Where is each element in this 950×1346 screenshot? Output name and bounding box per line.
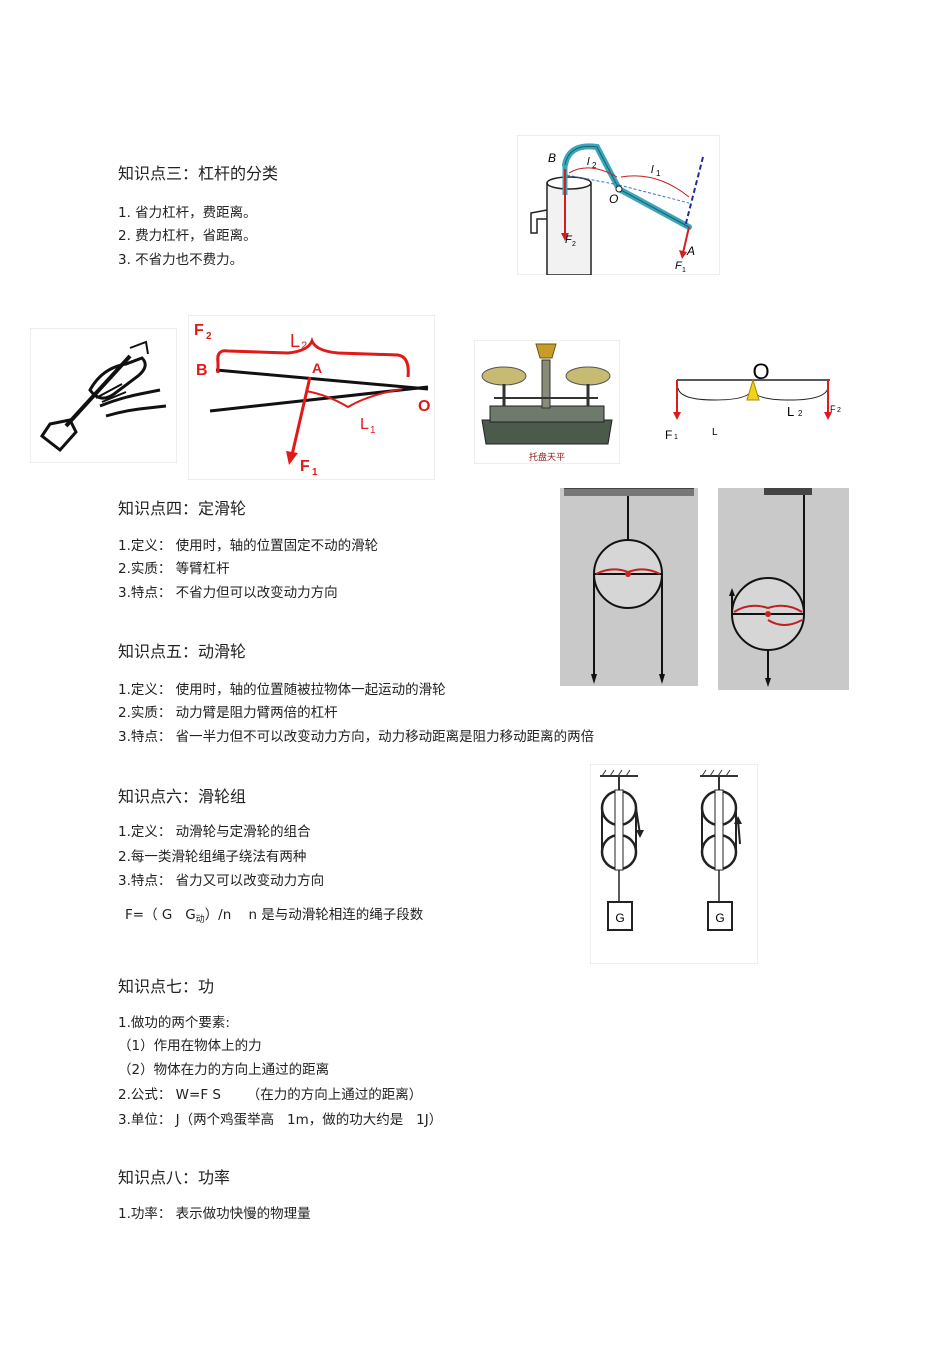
lever-label-F1-sub: 1	[674, 434, 678, 441]
section-4-item-3: 3.特点： 不省力但可以改变动力方向	[118, 585, 338, 601]
movable-pulley-figure	[718, 488, 849, 690]
pulley-block-figure: G G	[590, 764, 758, 964]
pump-label-l1: l	[651, 164, 654, 176]
section-6-item-3: 3.特点： 省力又可以改变动力方向	[118, 873, 325, 889]
section-7-item-5: 3.单位： J（两个鸡蛋举高 1m，做的功大约是 1J）	[118, 1112, 443, 1128]
section-3-item-1: 1. 省力杠杆，费距离。	[118, 205, 257, 221]
formula-part-2: ）/n n 是与动滑轮相连的绳子段数	[204, 907, 424, 923]
scissors-label-B: B	[196, 362, 208, 379]
scissors-label-L1-sub: 1	[370, 425, 376, 436]
pump-label-F2: F	[565, 234, 573, 246]
scissors-label-F1: F	[300, 458, 310, 475]
section-7-item-3: （2）物体在力的方向上通过的距离	[118, 1062, 330, 1078]
lever-label-F2: F	[830, 404, 836, 414]
pump-label-B: B	[548, 151, 556, 165]
scissors-label-F2-sub: 2	[206, 331, 212, 342]
section-5-item-3: 3.特点： 省一半力但不可以改变动力方向，动力移动距离是阻力移动距离的两倍	[118, 729, 595, 745]
lever-label-O: O	[752, 360, 769, 384]
section-7-item-4: 2.公式： W=F S （在力的方向上通过的距离）	[118, 1087, 423, 1103]
section-7-item-1: 1.做功的两个要素:	[118, 1015, 230, 1031]
pump-label-F2-sub: 2	[572, 241, 576, 248]
pump-label-F1: F	[675, 260, 683, 272]
lever-label-F2-sub: 2	[837, 407, 841, 414]
scissors-label-L2: L	[290, 331, 300, 351]
hand-tool-sketch	[30, 328, 177, 463]
pump-label-l2: l	[587, 156, 590, 168]
section-3-item-2: 2. 费力杠杆，省距离。	[118, 228, 257, 244]
pump-label-l1-sub: 1	[656, 169, 661, 178]
pump-label-F1-sub: 1	[682, 267, 686, 274]
section-3-item-3: 3. 不省力也不费力。	[118, 252, 244, 268]
scissors-label-L2-sub: 2	[301, 340, 307, 352]
scissors-label-F1-sub: 1	[312, 467, 318, 478]
lever-label-L2: L	[787, 404, 794, 419]
balance-caption: 托盘天平	[529, 451, 565, 462]
fixed-pulley-figure	[560, 488, 698, 686]
lever-label-F1: F	[665, 428, 672, 442]
pump-label-O: O	[609, 192, 618, 206]
section-8-item-1: 1.功率： 表示做功快慢的物理量	[118, 1206, 311, 1222]
section-7-heading: 知识点七：功	[118, 977, 215, 996]
section-4-heading: 知识点四：定滑轮	[118, 499, 247, 518]
section-3-heading: 知识点三：杠杆的分类	[118, 164, 279, 183]
scissors-label-L1: L	[360, 416, 369, 433]
section-6-item-2: 2.每一类滑轮组绳子绕法有两种	[118, 849, 307, 865]
pulley-formula: F=（ G G动）/n n 是与动滑轮相连的绳子段数	[125, 903, 423, 925]
scissors-label-A: A	[312, 360, 322, 376]
scissors-lever-figure: F 2 L 2 B A O L 1 F 1	[188, 315, 435, 480]
section-6-item-1: 1.定义： 动滑轮与定滑轮的组合	[118, 824, 311, 840]
section-4-item-2: 2.实质： 等臂杠杆	[118, 561, 230, 577]
pump-lever-figure: B l 2 l 1 O A F 2 F 1	[517, 135, 720, 275]
equal-arm-lever-figure: O L 2 F 2 F 1 L	[665, 360, 841, 442]
section-4-item-1: 1.定义： 使用时，轴的位置固定不动的滑轮	[118, 538, 379, 554]
lever-label-L: L	[712, 427, 718, 438]
formula-part-1: F=（ G G	[125, 907, 196, 923]
weight-label-right: G	[715, 911, 724, 925]
section-5-heading: 知识点五：动滑轮	[118, 642, 247, 661]
lever-label-L2-sub: 2	[798, 409, 803, 418]
balance-figure: 托盘天平	[474, 340, 620, 464]
section-5-item-2: 2.实质： 动力臂是阻力臂两倍的杠杆	[118, 705, 338, 721]
pump-label-A: A	[686, 244, 695, 258]
scissors-label-F2: F	[194, 322, 204, 339]
section-6-heading: 知识点六：滑轮组	[118, 787, 247, 806]
section-7-item-2: （1）作用在物体上的力	[118, 1038, 262, 1054]
formula-subscript: 动	[195, 915, 205, 925]
section-5-item-1: 1.定义： 使用时，轴的位置随被拉物体一起运动的滑轮	[118, 682, 446, 698]
section-8-heading: 知识点八：功率	[118, 1168, 231, 1187]
weight-label-left: G	[615, 911, 624, 925]
pump-label-l2-sub: 2	[592, 161, 597, 170]
scissors-label-O: O	[418, 398, 430, 415]
